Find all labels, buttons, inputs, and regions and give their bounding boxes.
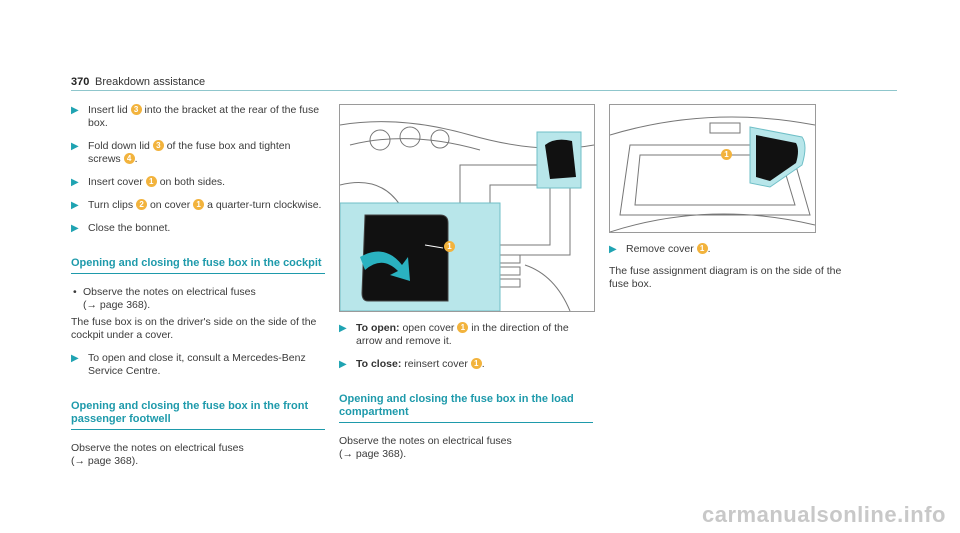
load-compartment-illustration <box>610 116 815 232</box>
cockpit-illustration <box>340 121 594 311</box>
instruction-step: ▶ Insert cover 1 on both sides. <box>71 176 226 188</box>
instruction-step: ▶ To close: reinsert cover 1. <box>339 358 485 370</box>
step-arrow-icon: ▶ <box>71 200 79 211</box>
watermark-text: carmanualsonline.info <box>702 502 946 527</box>
paragraph: Observe the notes on electrical fuses <box>339 435 512 447</box>
step-arrow-icon: ▶ <box>339 323 347 334</box>
page-ref-link[interactable]: (→ page 368). <box>339 448 407 460</box>
step-arrow-icon: ▶ <box>71 141 79 152</box>
callout-badge: 2 <box>136 199 148 210</box>
instruction-step: ▶ Turn clips 2 on cover 1 a quarter-turn… <box>71 199 322 211</box>
load-compartment-fuse-box-image: 1 <box>609 104 816 233</box>
step-arrow-icon: ▶ <box>71 105 79 116</box>
instruction-step: ▶ Close the bonnet. <box>71 222 171 234</box>
bullet-note: • Observe the notes on electrical fuses … <box>71 286 325 312</box>
column-right: ▶ Remove cover 1. The fuse assignment di… <box>609 243 859 291</box>
step-arrow-icon: ▶ <box>609 244 617 255</box>
callout-badge: 1 <box>457 322 469 333</box>
bullet-icon: • <box>73 286 77 298</box>
callout-badge: 4 <box>123 153 135 164</box>
step-arrow-icon: ▶ <box>339 359 347 370</box>
header-divider <box>71 90 897 91</box>
callout-badge: 1 <box>193 199 205 210</box>
section-heading-cockpit: Opening and closing the fuse box in the … <box>71 257 325 274</box>
callout-badge: 1 <box>444 241 455 252</box>
page-ref-link[interactable]: (→ page 368). <box>71 455 139 467</box>
paragraph: The fuse box is on the driver's side on … <box>71 316 317 341</box>
step-arrow-icon: ▶ <box>71 353 79 364</box>
instruction-step: ▶ Remove cover 1. <box>609 243 711 255</box>
paragraph: Observe the notes on electrical fuses <box>71 442 244 454</box>
column-middle: ▶ To open: open cover 1 in the direction… <box>339 322 593 461</box>
cockpit-fuse-box-image: 1 <box>339 104 595 312</box>
page-number: 370 <box>71 76 90 88</box>
section-heading-footwell: Opening and closing the fuse box in the … <box>71 400 325 430</box>
step-arrow-icon: ▶ <box>71 177 79 188</box>
callout-badge: 1 <box>145 176 157 187</box>
step-arrow-icon: ▶ <box>71 223 79 234</box>
callout-badge: 1 <box>696 243 708 254</box>
instruction-step: ▶ To open and close it, consult a Merced… <box>71 352 306 377</box>
callout-badge: 1 <box>721 149 732 160</box>
callout-badge: 3 <box>152 140 164 151</box>
page-ref-link[interactable]: (→ page 368). <box>83 299 151 311</box>
callout-badge: 3 <box>130 104 142 115</box>
callout-badge: 1 <box>470 358 482 369</box>
instruction-step: ▶ Fold down lid 3 of the fuse box and ti… <box>71 140 291 165</box>
instruction-step: ▶ Insert lid 3 into the bracket at the r… <box>71 104 320 129</box>
paragraph: The fuse assignment diagram is on the si… <box>609 265 842 290</box>
column-left: ▶ Insert lid 3 into the bracket at the r… <box>71 104 325 468</box>
section-title: Breakdown assistance <box>95 76 206 88</box>
section-heading-load-compartment: Opening and closing the fuse box in the … <box>339 393 593 423</box>
instruction-step: ▶ To open: open cover 1 in the direction… <box>339 322 569 347</box>
